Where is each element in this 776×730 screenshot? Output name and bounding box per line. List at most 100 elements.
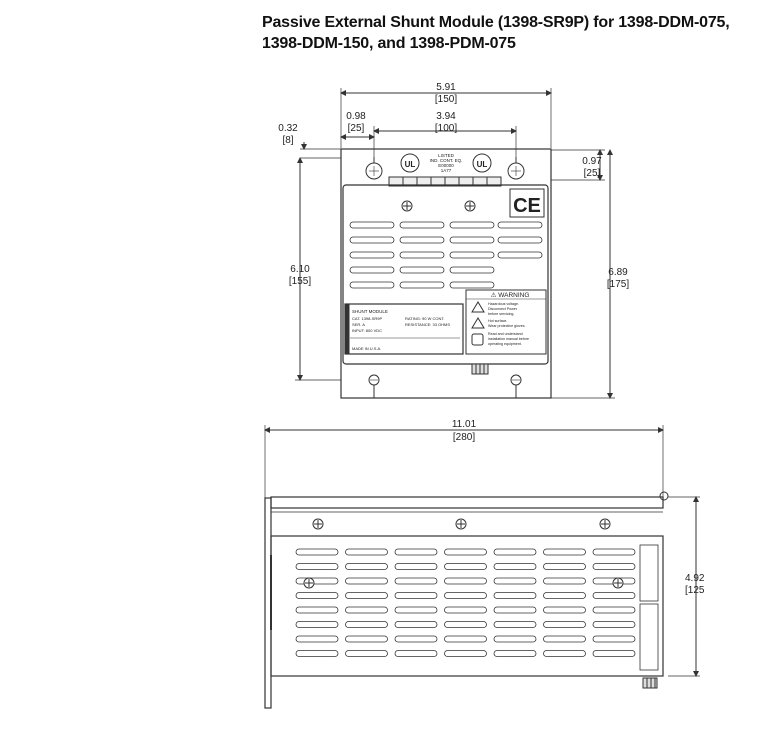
vent-slot bbox=[592, 621, 636, 628]
vent-slot bbox=[295, 548, 339, 556]
dim-slot-spacing-mm: [100] bbox=[435, 123, 457, 134]
rating-label: SHUNT MODULE CAT. 1398-SR9P SER. A INPUT… bbox=[344, 303, 464, 355]
dim-cover-height-in: 6.10 bbox=[290, 264, 310, 275]
dim-slot-inset-mm: [25] bbox=[348, 123, 365, 134]
front-cover bbox=[342, 184, 549, 365]
vent-slot bbox=[345, 577, 388, 585]
dim-right-offset-mm: [25] bbox=[584, 168, 601, 179]
vent-slot bbox=[345, 606, 388, 614]
vent-slot bbox=[592, 635, 636, 643]
vent-slot bbox=[444, 592, 487, 599]
vent-slot bbox=[399, 266, 445, 274]
vent-slot bbox=[345, 592, 388, 599]
warning-line: installation manual before bbox=[488, 337, 529, 341]
screw-icon bbox=[312, 518, 324, 530]
vent-slot bbox=[592, 563, 636, 570]
vent-slot bbox=[444, 621, 487, 628]
dim-depth: 4.92 [125 bbox=[668, 496, 705, 677]
vent-slot bbox=[394, 650, 438, 657]
vent-slot bbox=[449, 266, 495, 274]
vent-slot bbox=[493, 592, 537, 599]
vent-slot bbox=[444, 635, 487, 643]
rating-label-line: CAT. 1398-SR9P bbox=[352, 316, 382, 321]
ce-mark-text: CE bbox=[513, 195, 541, 217]
rating-label-line: INPUT: 800 VDC bbox=[352, 328, 382, 333]
warning-label: ⚠ WARNING Hazardous voltage. Disconnect … bbox=[465, 289, 547, 355]
manual-icon bbox=[471, 333, 484, 346]
dim-cover-height: 6.10 [155] bbox=[289, 157, 341, 381]
ce-mark: CE bbox=[509, 188, 545, 218]
screw-icon bbox=[401, 200, 413, 212]
rating-label-line: MADE IN U.S.A. bbox=[352, 346, 381, 351]
warning-line: Wear protective gloves. bbox=[488, 324, 526, 328]
vent-slot bbox=[444, 650, 487, 657]
vent-slot bbox=[592, 592, 636, 599]
warning-line: Disconnect Power bbox=[488, 307, 518, 311]
vent-slot bbox=[349, 221, 395, 229]
vent-slot bbox=[592, 548, 636, 556]
vent-slot bbox=[394, 621, 438, 628]
vent-slot bbox=[543, 592, 586, 599]
mounting-slot-bottom-right bbox=[510, 374, 522, 398]
vent-slot bbox=[295, 606, 339, 614]
dim-overall-length: 11.01 [280] bbox=[264, 419, 664, 498]
vent-slot bbox=[497, 236, 543, 244]
side-view: 11.01 [280] 4.92 [125 bbox=[264, 419, 705, 709]
vent-slot bbox=[543, 563, 586, 570]
dim-slot-inset: 0.98 [25] bbox=[340, 111, 375, 140]
warning-line: Hazardous voltage. bbox=[488, 302, 519, 306]
screw-icon bbox=[464, 200, 476, 212]
ul-logo-left: UL bbox=[405, 160, 416, 169]
vent-slot bbox=[394, 548, 438, 556]
dim-slot-spacing-in: 3.94 bbox=[436, 111, 456, 122]
ul-text-2: IND. CONT. EQ. bbox=[430, 158, 463, 163]
ul-logo-right: UL bbox=[477, 160, 488, 169]
page-title: Passive External Shunt Module (1398-SR9P… bbox=[262, 12, 762, 54]
vent-slot bbox=[444, 606, 487, 614]
vent-slot bbox=[493, 635, 537, 643]
vent-slot bbox=[497, 251, 543, 259]
vent-slot bbox=[349, 266, 395, 274]
mounting-slot-top-left bbox=[365, 157, 383, 180]
dim-cover-height-mm: [155] bbox=[289, 276, 311, 287]
dim-slot-inset-in: 0.98 bbox=[346, 111, 366, 122]
dim-top-offset-mm: [8] bbox=[282, 135, 293, 146]
warning-line: Hot surface. bbox=[488, 319, 507, 323]
vent-slot bbox=[543, 621, 586, 628]
vent-slot bbox=[543, 635, 586, 643]
side-vents bbox=[295, 548, 636, 657]
screw-icon bbox=[599, 518, 611, 530]
dim-depth-in: 4.92 bbox=[685, 573, 705, 584]
dim-overall-width-mm: [150] bbox=[435, 94, 457, 105]
mounting-slot-bottom-left bbox=[368, 374, 380, 398]
vent-slot bbox=[444, 548, 487, 556]
dim-depth-mm: [125 bbox=[685, 585, 705, 596]
vent-slot bbox=[543, 606, 586, 614]
rating-label-line: SER. A bbox=[352, 322, 365, 327]
vent-slot bbox=[349, 251, 395, 259]
vent-slot bbox=[345, 650, 388, 657]
side-body bbox=[270, 535, 664, 677]
dim-overall-height-in: 6.89 bbox=[608, 267, 628, 278]
ul-label: UL UL LISTED IND. CONT. EQ. E00000 1A77 bbox=[400, 153, 492, 173]
vent-slot bbox=[349, 281, 395, 289]
front-vents bbox=[349, 221, 543, 289]
screw-icon bbox=[303, 577, 315, 589]
vent-slot bbox=[497, 221, 543, 229]
bottom-connector-side bbox=[642, 677, 658, 689]
vent-slot bbox=[493, 548, 537, 556]
screw-icon bbox=[455, 518, 467, 530]
vent-slot bbox=[345, 621, 388, 628]
top-rail bbox=[270, 496, 664, 509]
title-line-1: Passive External Shunt Module (1398-SR9P… bbox=[262, 14, 730, 31]
vent-slot bbox=[295, 563, 339, 570]
dim-right-offset-in: 0.97 bbox=[582, 156, 602, 167]
end-panel-bottom bbox=[639, 603, 659, 671]
vent-slot bbox=[449, 251, 495, 259]
vent-slot bbox=[399, 221, 445, 229]
vent-slot bbox=[493, 621, 537, 628]
vent-slot bbox=[493, 606, 537, 614]
vent-slot bbox=[493, 650, 537, 657]
vent-slot bbox=[394, 592, 438, 599]
hazard-voltage-icon bbox=[471, 301, 485, 313]
